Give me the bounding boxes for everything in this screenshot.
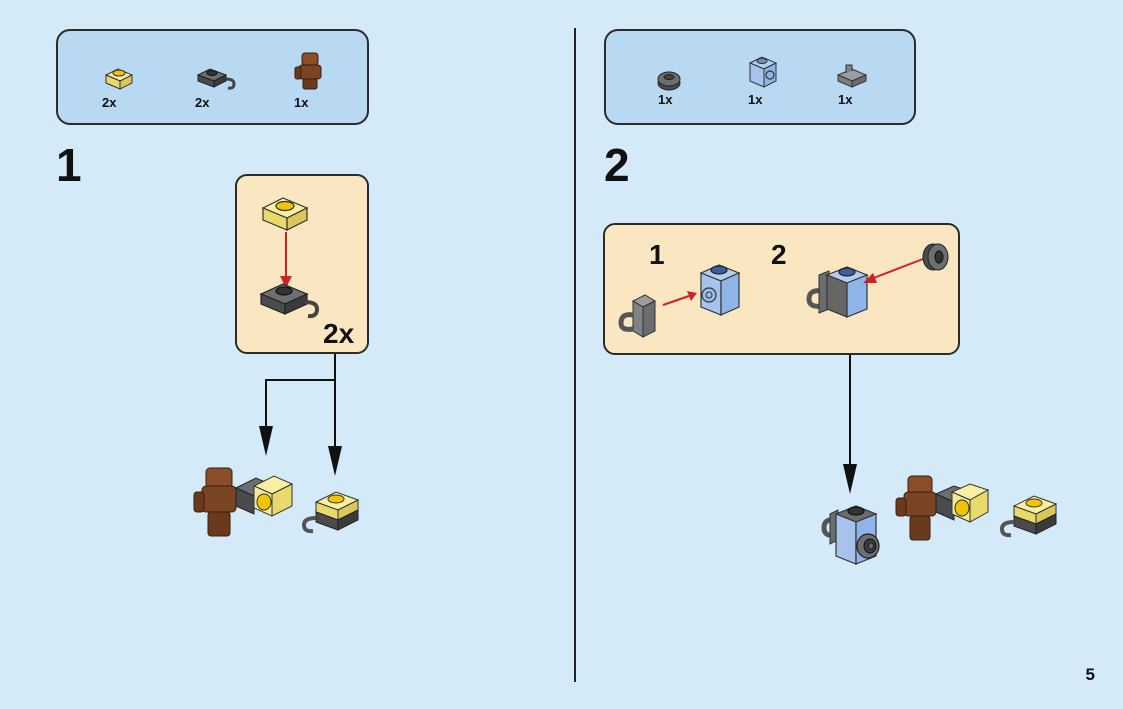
step1-subassembly-multiplier: 2x [323,318,355,349]
step1-result-plate-clip [301,491,360,534]
blue-brick-side-stud-icon [748,56,778,88]
step2-substep-1-number: 1 [649,239,665,270]
step2-subassembly: 1 2 [603,223,960,355]
blue-brick-side-stud-icon [699,264,741,316]
step2-part1-qty: 1x [658,92,673,107]
dark-grey-round-plate-icon [922,243,949,271]
step2-result-plate-clip [999,495,1058,538]
dark-grey-plate-clip-icon [196,68,236,90]
blue-brick-with-clip [806,266,869,318]
step1-subassembly: 2x [235,174,369,354]
step2-number: 2 [604,139,630,191]
grey-clip-plate-icon [836,64,868,88]
step1-result-figure-with-plate [193,467,294,537]
step1-part3-qty: 1x [294,95,309,110]
page-number: 5 [1085,665,1095,684]
red-assembly-arrow [280,232,292,288]
grey-clip-plate-icon [618,294,657,338]
red-assembly-arrow [662,291,697,306]
step2-part2-qty: 1x [748,92,763,107]
step1-part2-qty: 2x [195,95,210,110]
step2-parts-list: 1x 1x 1x [604,29,916,125]
step2-substep-2-number: 2 [771,239,787,270]
step2-result-figure-with-plate [895,475,990,541]
step2-result-blue-brick-assembly [821,505,880,565]
yellow-transparent-plate-1x1-icon [261,197,309,231]
page-divider [574,28,576,682]
step2-part3-qty: 1x [838,92,853,107]
yellow-transparent-plate-1x1-icon [104,68,134,90]
red-assembly-arrow [863,258,924,283]
dark-grey-plate-clip-icon [259,283,320,319]
step1-parts-list: 2x 2x 1x [56,29,369,125]
brown-figure-icon [294,52,322,90]
step1-part1-qty: 2x [102,95,117,110]
step1-number: 1 [56,139,82,191]
dark-grey-round-plate-icon [657,71,681,91]
